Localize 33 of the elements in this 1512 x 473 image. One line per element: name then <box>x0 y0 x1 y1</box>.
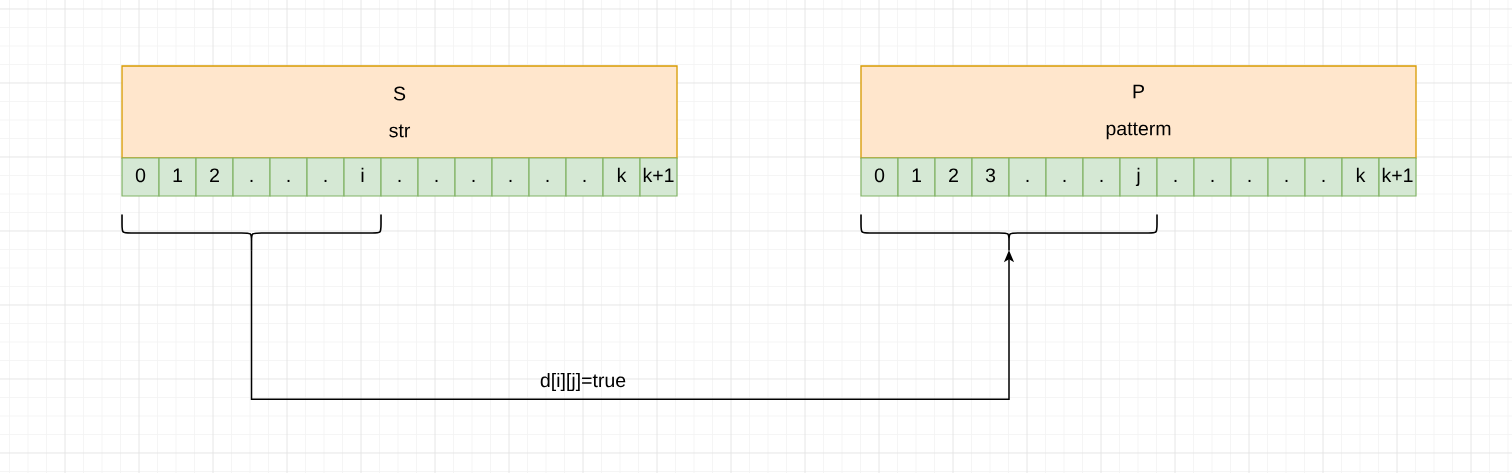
array-cell: 0 <box>121 157 160 197</box>
array-cell: 3 <box>971 157 1010 197</box>
curly-brace <box>121 214 382 251</box>
array-cell: . <box>1008 157 1047 197</box>
array-cell: . <box>380 157 419 197</box>
array-cell: . <box>491 157 530 197</box>
array-cell: . <box>1082 157 1121 197</box>
array-cell: k <box>602 157 641 197</box>
array-cell: 1 <box>158 157 197 197</box>
array-cell: . <box>565 157 604 197</box>
array-cell: i <box>343 157 382 197</box>
array-cell: . <box>306 157 345 197</box>
array-cell: . <box>417 157 456 197</box>
array-cell: . <box>528 157 567 197</box>
array-cell: k+1 <box>639 157 678 197</box>
edge-label: d[i][j]=true <box>540 372 626 392</box>
array-cell: . <box>1156 157 1195 197</box>
curly-brace <box>860 214 1158 251</box>
array-cell: . <box>1045 157 1084 197</box>
array-cell: . <box>1304 157 1343 197</box>
array-cell: 0 <box>860 157 899 197</box>
array-cell: . <box>269 157 308 197</box>
array-cell: j <box>1119 157 1158 197</box>
array-cell: k+1 <box>1378 157 1417 197</box>
array-cell: 1 <box>897 157 936 197</box>
array-cell: 2 <box>934 157 973 197</box>
array-cell: . <box>1193 157 1232 197</box>
array-cell: . <box>232 157 271 197</box>
array-cell: . <box>1267 157 1306 197</box>
array-cell: . <box>454 157 493 197</box>
array-cell: k <box>1341 157 1380 197</box>
array-cell: . <box>1230 157 1269 197</box>
array-cell: 2 <box>195 157 234 197</box>
